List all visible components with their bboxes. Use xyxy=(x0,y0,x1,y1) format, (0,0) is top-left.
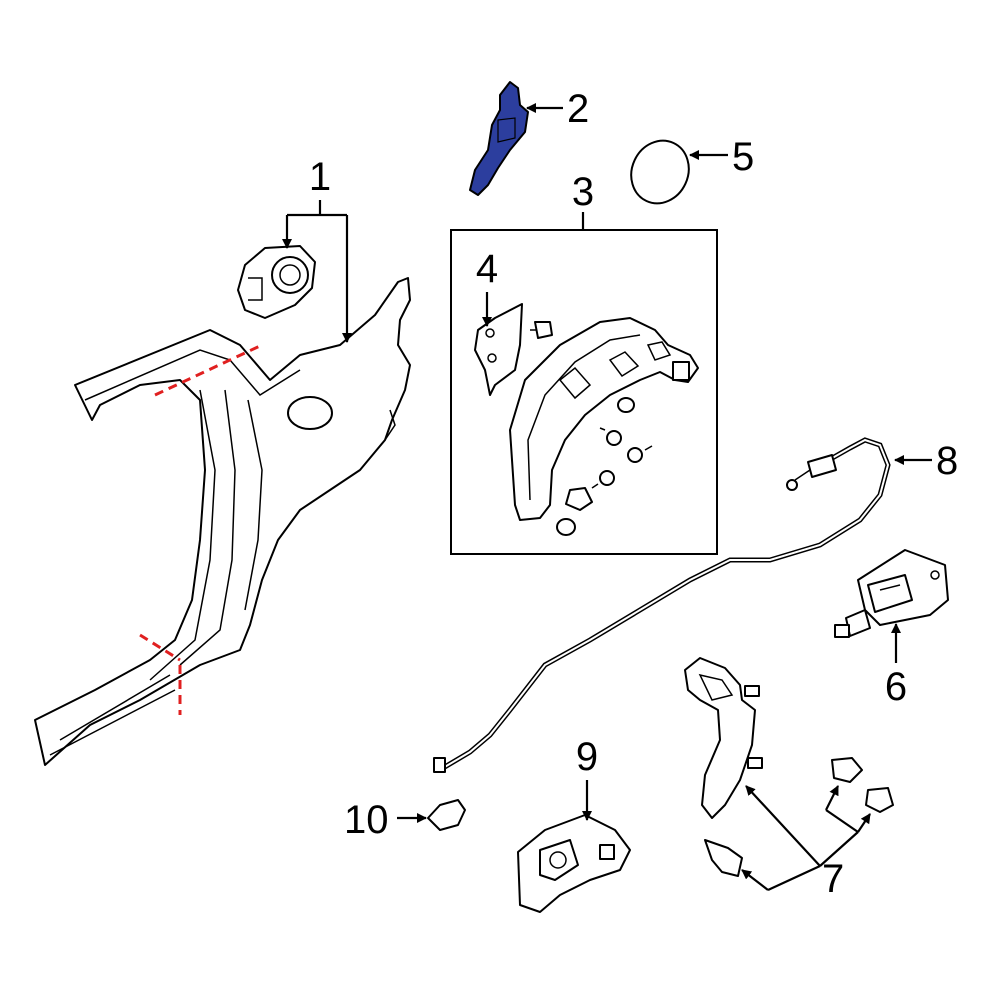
cut-line-upper xyxy=(154,343,263,397)
callout-8: 8 xyxy=(936,439,958,483)
callout-6: 6 xyxy=(885,665,907,709)
bushing-lower[interactable] xyxy=(865,787,894,813)
cut-line-lower xyxy=(139,633,182,715)
leader-7 xyxy=(741,785,871,891)
callout-2: 2 xyxy=(567,87,589,131)
door-actuator[interactable] xyxy=(834,549,949,638)
fastener-screw-c[interactable] xyxy=(591,470,615,489)
fastener-clip-a[interactable] xyxy=(617,397,635,413)
callout-3: 3 xyxy=(572,170,594,214)
fastener-screw-b[interactable] xyxy=(627,445,653,463)
fastener-screw-a[interactable] xyxy=(599,427,622,446)
callout-4: 4 xyxy=(476,247,498,291)
door-latch[interactable] xyxy=(517,814,631,913)
release-cable[interactable] xyxy=(433,437,891,773)
kit-box xyxy=(450,229,718,555)
highlighted-bracket[interactable] xyxy=(469,81,529,196)
leader-1 xyxy=(282,200,352,343)
small-bracket[interactable] xyxy=(474,303,523,396)
callout-7: 7 xyxy=(822,857,844,901)
fastener-cap[interactable] xyxy=(565,487,593,511)
bushing-upper[interactable] xyxy=(831,757,863,783)
callout-9: 9 xyxy=(576,735,598,779)
bumper-cap[interactable] xyxy=(427,799,466,831)
fastener-clip-b[interactable] xyxy=(556,518,576,536)
callout-5: 5 xyxy=(732,135,754,179)
callout-10: 10 xyxy=(344,798,389,842)
quarter-panel[interactable] xyxy=(34,277,411,766)
fastener-bolt-a[interactable] xyxy=(530,321,553,339)
wheelhouse-liner[interactable] xyxy=(509,317,699,521)
hinge-spring[interactable] xyxy=(704,839,743,877)
fuel-filler-housing[interactable] xyxy=(237,245,316,319)
fuel-door-hinge[interactable] xyxy=(684,657,763,819)
seal-ring[interactable] xyxy=(621,131,699,213)
callout-1: 1 xyxy=(309,155,331,199)
